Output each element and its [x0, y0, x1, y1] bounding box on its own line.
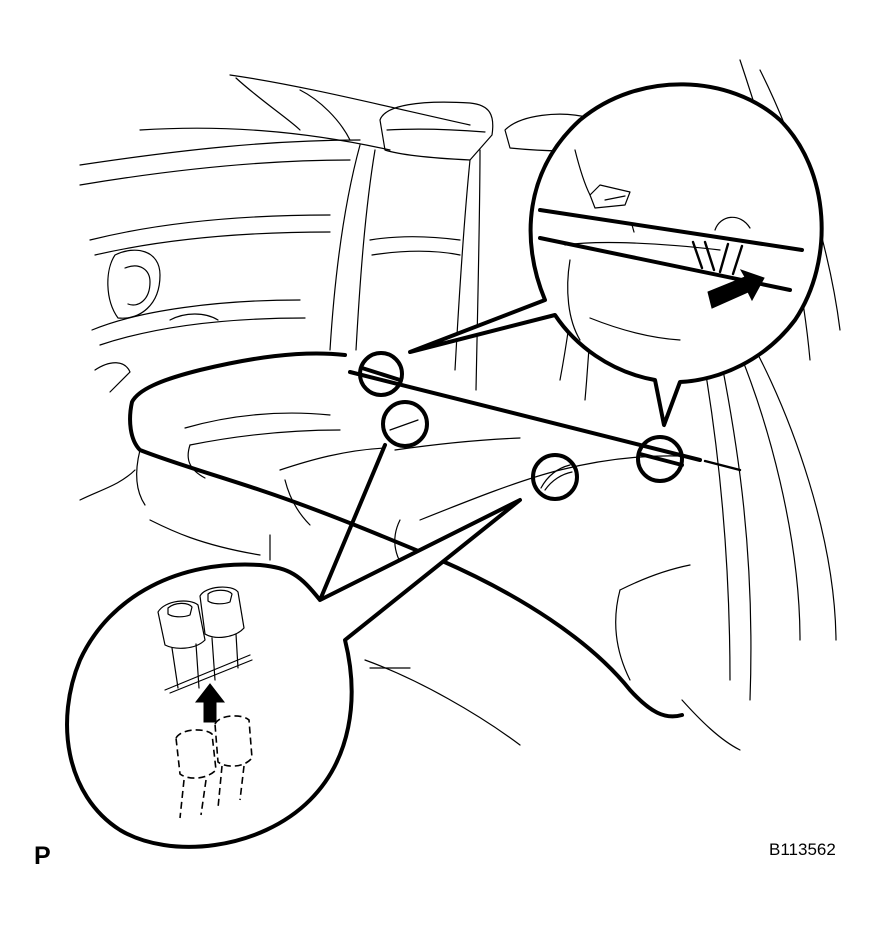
callout-lower-left	[65, 443, 522, 849]
seatbelt-buckle-left	[157, 600, 206, 689]
indicator-circle-buckle-left	[381, 400, 429, 448]
seatbelt-buckle-right	[199, 586, 245, 681]
indicator-circles	[358, 351, 684, 501]
callout-upper-right	[408, 82, 824, 427]
figure-code: B113562	[769, 840, 836, 859]
arrow-up-icon	[194, 683, 226, 723]
indicator-circle-upper-right	[636, 435, 684, 483]
indicator-circle-upper-left	[358, 351, 404, 397]
seatbelt-buckle-lowered-dashed	[175, 715, 253, 819]
indicator-circle-buckle-right	[531, 453, 579, 501]
view-label: P	[34, 842, 51, 870]
arrow-right-up-icon	[707, 269, 765, 309]
